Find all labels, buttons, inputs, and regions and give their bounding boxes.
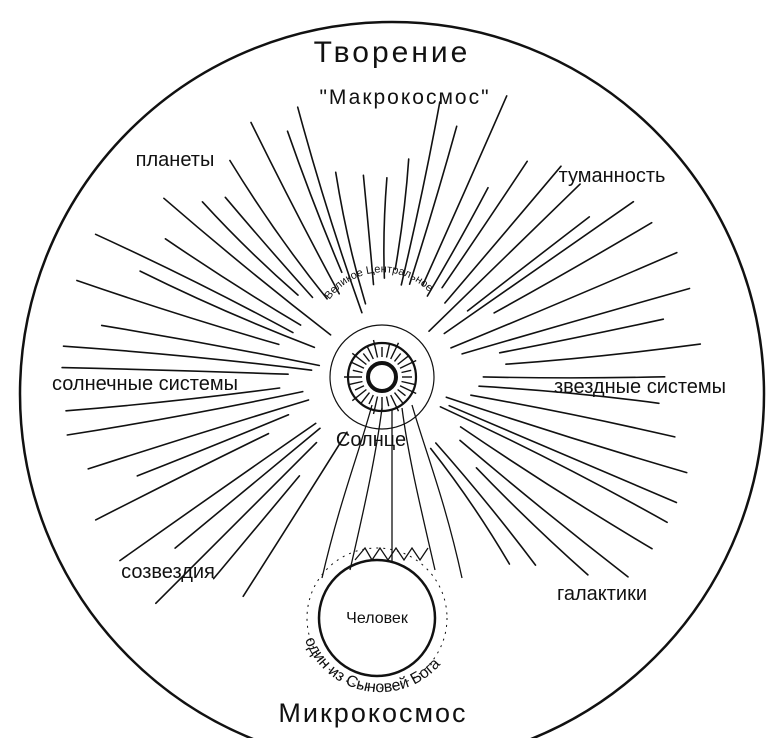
- sun-spike: [387, 397, 389, 407]
- sun-spike: [351, 362, 364, 368]
- central-sun: [330, 325, 434, 429]
- ray: [202, 202, 298, 295]
- ray: [449, 406, 676, 503]
- ray: [444, 202, 633, 334]
- sun-spike: [363, 354, 369, 362]
- ray: [440, 407, 667, 523]
- great-central-label: Великое Центральное: [322, 263, 435, 301]
- ray: [427, 188, 488, 296]
- human-label: Человек: [346, 610, 409, 627]
- ray: [429, 184, 580, 331]
- label-constellations: созвездия: [121, 561, 215, 583]
- ray: [506, 344, 700, 364]
- ray: [446, 397, 686, 472]
- sun-spike: [398, 390, 406, 396]
- ray: [395, 159, 409, 269]
- ray: [476, 468, 588, 575]
- label-planets: планеты: [136, 149, 215, 171]
- ray: [494, 223, 652, 313]
- ray: [225, 197, 312, 297]
- ray: [96, 234, 293, 332]
- label-star-systems: звездные системы: [554, 376, 726, 398]
- sun-spike: [395, 393, 404, 404]
- sun-spike: [353, 370, 363, 372]
- sun-spike: [355, 386, 364, 390]
- ray: [288, 131, 342, 272]
- title: Творение: [314, 36, 471, 69]
- sun-spike: [402, 382, 416, 385]
- sun-spike: [402, 370, 412, 372]
- sun-spike: [361, 393, 370, 404]
- ray: [468, 217, 590, 311]
- son-of-god-label: один из Сыновей Бога: [301, 635, 444, 696]
- ray: [451, 253, 677, 348]
- ray: [442, 161, 527, 287]
- ray: [175, 428, 320, 548]
- ray: [251, 123, 339, 294]
- sun-spike: [349, 382, 363, 385]
- ray: [401, 102, 440, 285]
- ray: [460, 440, 628, 577]
- subtitle: "Макрокосмос": [319, 86, 490, 109]
- ray: [64, 346, 312, 370]
- sun-spike: [369, 395, 373, 404]
- sun-spike: [395, 354, 401, 362]
- label-nebula: туманность: [559, 165, 666, 187]
- ray: [243, 432, 347, 596]
- ray: [96, 434, 269, 520]
- ray: [165, 239, 300, 325]
- ray: [88, 400, 308, 469]
- sun-spike: [367, 346, 373, 359]
- sun-label: Солнце: [336, 429, 406, 451]
- label-galaxies: галактики: [557, 583, 647, 605]
- label-solar-systems: солнечные системы: [52, 373, 238, 395]
- sun-spike: [387, 344, 390, 358]
- ray: [431, 449, 510, 565]
- ray: [164, 198, 331, 335]
- ray: [384, 178, 387, 278]
- bottom-title: Микрокосмос: [278, 698, 467, 728]
- sun-spike: [398, 356, 409, 365]
